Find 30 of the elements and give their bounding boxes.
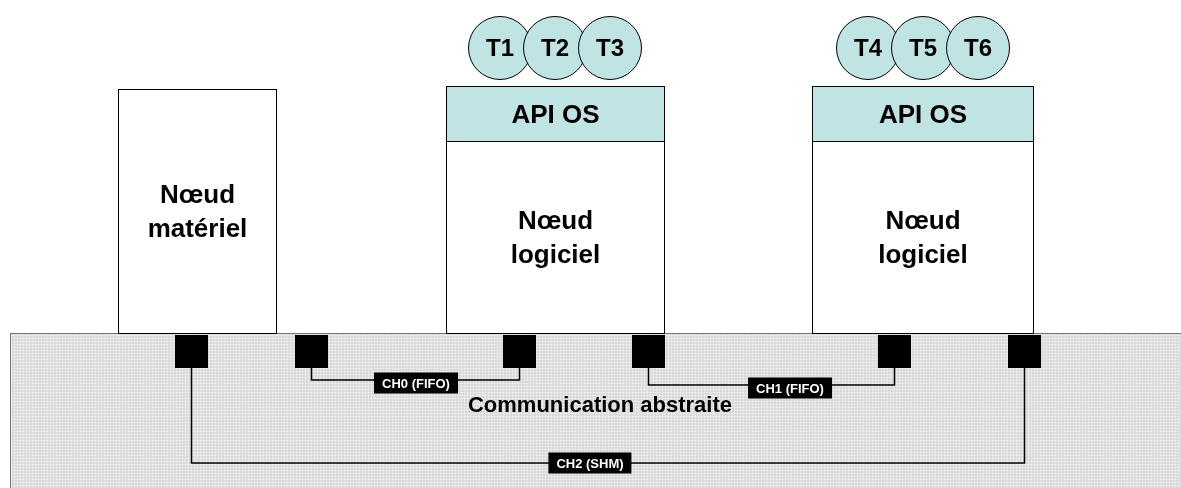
port-square xyxy=(294,334,328,368)
connector-line xyxy=(647,367,896,386)
api-label: API OS xyxy=(511,98,600,130)
band-label: Communication abstraite xyxy=(467,392,732,418)
port-square xyxy=(502,334,536,368)
port-square xyxy=(631,334,665,368)
port-square xyxy=(174,334,208,368)
node-label: Nœud matériel xyxy=(147,177,248,245)
api-label: API OS xyxy=(878,98,968,130)
edge-label: CH1 (FIFO) xyxy=(748,377,832,399)
api-bar xyxy=(812,86,1034,142)
connector-line xyxy=(310,367,521,381)
task-label: T3 xyxy=(596,34,624,62)
edge-label: CH0 (FIFO) xyxy=(374,372,458,394)
node-box xyxy=(118,89,277,334)
task-label: T6 xyxy=(964,34,992,62)
api-bar xyxy=(446,86,665,142)
node-label: Nœud logiciel xyxy=(877,203,969,271)
communication-band xyxy=(10,333,1181,488)
connector-line xyxy=(190,367,1026,464)
port-square xyxy=(877,334,911,368)
task-label: T1 xyxy=(486,34,514,62)
task-label: T5 xyxy=(909,34,937,62)
node-box xyxy=(812,141,1034,334)
task-label: T4 xyxy=(854,34,882,62)
port-square xyxy=(1007,334,1041,368)
node-label: Nœud logiciel xyxy=(509,203,602,271)
edge-label: CH2 (SHM) xyxy=(548,452,632,474)
node-box xyxy=(446,141,665,334)
task-label: T2 xyxy=(541,34,569,62)
